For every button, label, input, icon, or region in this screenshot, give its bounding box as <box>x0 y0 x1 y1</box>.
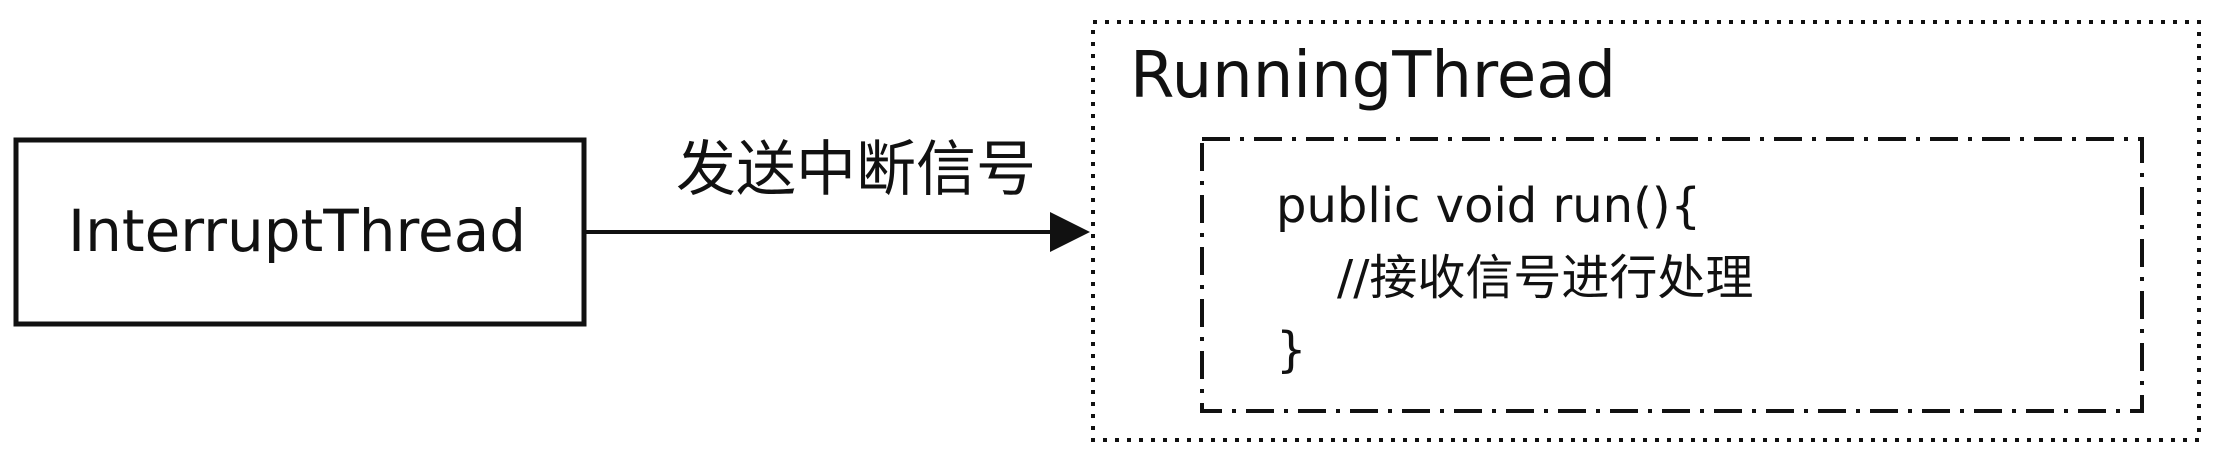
code-line-2: //接收信号进行处理 <box>1276 250 1754 306</box>
edge-label-send-interrupt: 发送中断信号 <box>676 135 1036 205</box>
code-line-1: public void run(){ <box>1276 178 1702 234</box>
interrupt-thread-box <box>13 137 587 327</box>
running-thread-label: RunningThread <box>1130 39 1617 113</box>
running-thread-container <box>1091 20 2201 442</box>
code-line-3: } <box>1276 322 1307 378</box>
run-method-code-box <box>1200 137 2144 413</box>
interrupt-thread-label: InterruptThread <box>68 197 527 265</box>
